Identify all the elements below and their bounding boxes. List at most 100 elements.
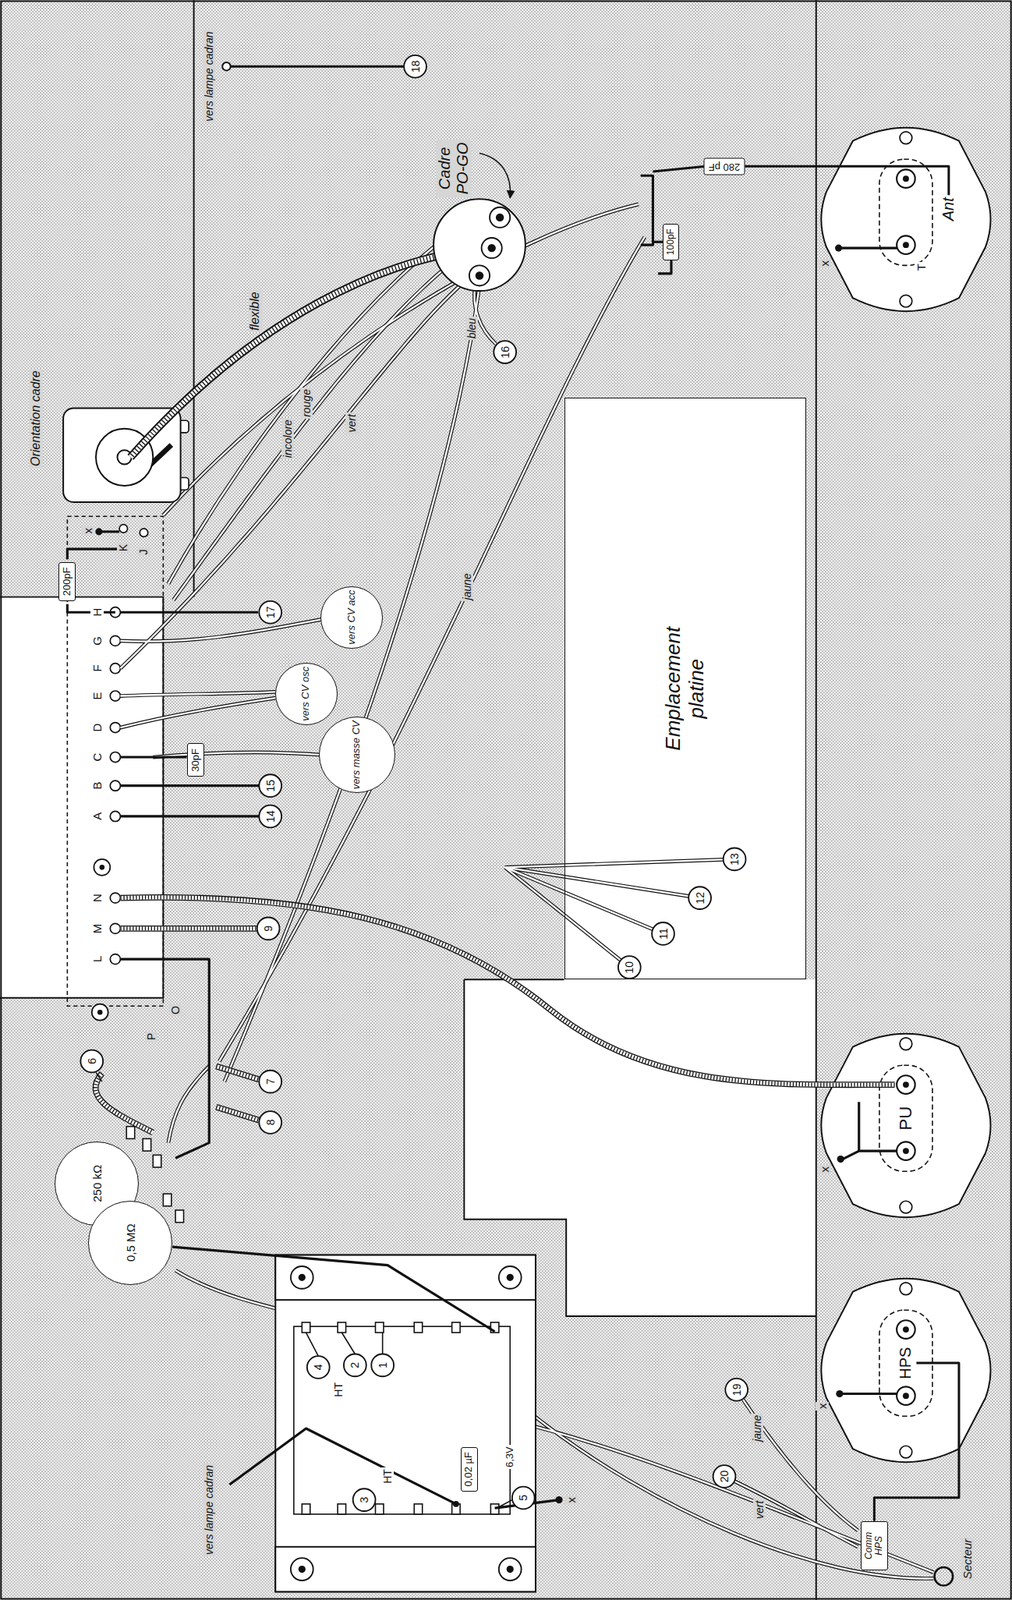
transformer — [301, 1503, 310, 1515]
callout-number: 10 — [622, 959, 636, 976]
thick-wire — [842, 1101, 897, 1159]
flexible-cable — [130, 247, 492, 457]
flexible-cable — [130, 247, 492, 457]
terminal-strip — [97, 1009, 103, 1016]
wire-connector — [874, 1362, 959, 1522]
frame-aerial-disc — [489, 207, 510, 228]
thick-wire — [229, 1428, 456, 1504]
terminal-strip — [109, 663, 121, 674]
callout-number: 8 — [264, 1118, 277, 1128]
terminal-strip — [139, 528, 148, 537]
frame-aerial-disc — [495, 213, 504, 222]
callout-circle — [307, 1355, 330, 1379]
capacitor: 280 pF — [704, 157, 746, 175]
wire-note: vers lampe cadran — [202, 1463, 216, 1557]
potentiometer-lug — [162, 1193, 171, 1207]
callout-circle — [618, 955, 641, 979]
node-text: vers masse CV — [350, 720, 363, 790]
potentiometer-lug — [126, 1126, 135, 1140]
node-text: 0,5 MΩ — [123, 1223, 138, 1262]
callout-number: 13 — [728, 851, 741, 867]
ground-dot — [835, 1390, 843, 1398]
potentiometer-lug — [175, 1210, 184, 1223]
node-text: HPS — [896, 1347, 915, 1380]
capacitor: 30pF — [187, 743, 205, 777]
thick-wire — [120, 755, 187, 758]
socket-plate: HPS — [895, 1344, 917, 1382]
leader-line — [95, 1072, 513, 1507]
capacitor: 0,02 µF — [460, 1447, 478, 1492]
callout-number: 11 — [657, 926, 670, 942]
node-text: 200pF — [61, 566, 74, 596]
callout-circle — [258, 1070, 282, 1094]
terminal-strip — [119, 524, 128, 533]
terminal-strip — [92, 1004, 109, 1021]
wire-note: flexible — [247, 290, 262, 333]
callout-number: 20 — [718, 1468, 731, 1485]
callout-number: 4 — [311, 1362, 325, 1373]
wire-note: bleu — [465, 316, 478, 340]
chassis-ground — [0, 597, 163, 998]
transformer — [293, 1326, 510, 1515]
thick-wire — [652, 240, 663, 244]
ground-dot — [555, 1496, 563, 1504]
terminal-strip — [92, 524, 149, 1021]
thick-wire — [838, 247, 898, 250]
terminal-strip — [109, 892, 121, 903]
node-text: 100pF — [665, 228, 677, 255]
transformer — [490, 1503, 499, 1515]
terminal-letter: HT — [381, 1467, 394, 1486]
callout-number: 7 — [264, 1076, 277, 1087]
capacitor: 100pF — [662, 223, 680, 261]
callout-circle — [651, 922, 675, 945]
thick-wire — [839, 1392, 897, 1395]
thick-wire — [67, 66, 897, 1508]
shielded-cable — [95, 897, 896, 1133]
transformer — [275, 1255, 536, 1593]
callout-number: 16 — [498, 344, 512, 361]
callout-number: 12 — [693, 890, 707, 906]
mains-plug — [934, 1567, 954, 1586]
callout-circle — [258, 1111, 282, 1134]
thick-wire — [120, 958, 209, 1158]
ground-mark: x — [817, 1164, 832, 1175]
potentiometer-lug — [152, 1154, 161, 1168]
wire-note: Cadre PO-GO — [435, 139, 472, 198]
pickup-socket — [820, 1033, 991, 1218]
socket-plate — [820, 127, 991, 1462]
terminal-letter: E — [90, 690, 104, 701]
callout-number: 5 — [516, 1493, 530, 1503]
terminal-letter: L — [90, 954, 104, 964]
callout-number: 14 — [264, 808, 277, 825]
node-text: 0,02 µF — [463, 1451, 475, 1487]
transformer — [452, 1322, 460, 1333]
frame-aerial-disc — [433, 198, 526, 291]
callout-number: 15 — [264, 778, 277, 794]
frame-aerial-disc — [475, 271, 484, 280]
frame-aerial-disc — [469, 265, 490, 286]
transformer — [290, 1557, 314, 1581]
callout-number: 1 — [376, 1360, 390, 1370]
terminal-strip — [109, 690, 121, 701]
terminal-letter: P — [145, 1031, 158, 1042]
socket-plate: PU — [894, 1104, 917, 1133]
flexible-cable — [130, 247, 492, 457]
ground-dot — [95, 527, 103, 535]
terminal-letter: HT — [332, 1380, 345, 1399]
socket-plate: Ant — [937, 194, 959, 223]
frame-orientation-mechanism — [63, 408, 189, 503]
terminal-strip — [109, 635, 121, 646]
node-text: Comm HPS — [863, 1525, 886, 1565]
wire-connector — [745, 166, 949, 195]
ground-dot — [222, 62, 230, 71]
thick-wire — [172, 1246, 495, 1332]
node-text: vers CV osc — [300, 666, 312, 722]
transformer — [506, 1565, 514, 1573]
wire-note: Orientation cadre — [28, 368, 43, 468]
wire-note: Secteur — [960, 1537, 974, 1582]
transformer — [414, 1503, 422, 1515]
